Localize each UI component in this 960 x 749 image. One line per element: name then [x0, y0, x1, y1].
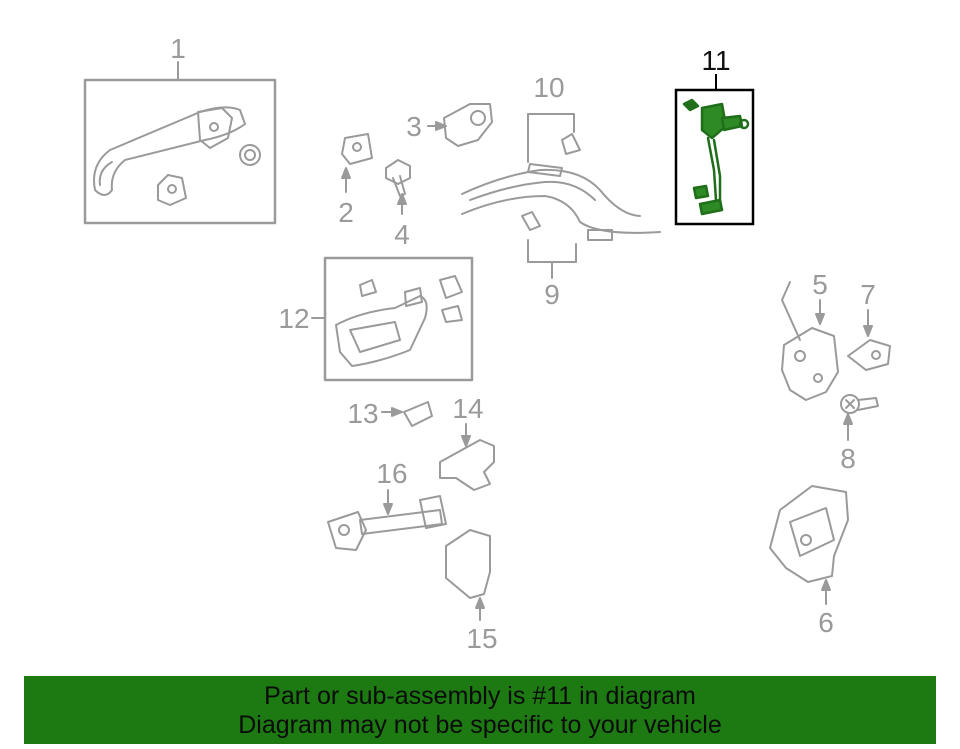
part-3-plate — [427, 103, 493, 147]
callout-8: 8 — [840, 443, 856, 474]
callout-16: 16 — [376, 458, 407, 489]
callout-7: 7 — [860, 279, 876, 310]
part-13-cap — [381, 401, 433, 427]
part-7-striker — [847, 309, 891, 371]
part-4-bolt — [385, 159, 411, 215]
callout-4: 4 — [394, 219, 410, 250]
part-11-lock-rod-assembly[interactable] — [674, 74, 755, 226]
part-15-bracket — [445, 529, 491, 621]
callout-2: 2 — [338, 197, 354, 228]
callout-9: 9 — [544, 279, 560, 310]
banner-line-1: Part or sub-assembly is #11 in diagram — [264, 682, 696, 710]
callout-10: 10 — [533, 72, 564, 103]
part-16-door-check — [327, 489, 447, 551]
callout-12: 12 — [278, 303, 309, 334]
part-6-actuator — [769, 485, 849, 605]
part-14-bracket — [439, 423, 495, 491]
part-9-10-cables — [461, 113, 661, 279]
callout-5: 5 — [812, 269, 828, 300]
part-8-screw — [840, 394, 879, 441]
info-banner: Part or sub-assembly is #11 in diagram D… — [24, 676, 936, 744]
callout-15: 15 — [466, 623, 497, 654]
callout-6: 6 — [818, 607, 834, 638]
callout-3: 3 — [406, 111, 422, 142]
part-1-outside-handle — [83, 61, 277, 225]
part-5-latch — [781, 281, 839, 401]
callout-1: 1 — [170, 33, 186, 64]
callout-13: 13 — [347, 398, 378, 429]
part-12-inside-handle — [311, 256, 474, 382]
callout-14: 14 — [452, 393, 483, 424]
banner-line-2: Diagram may not be specific to your vehi… — [238, 711, 722, 739]
part-2-bracket — [341, 133, 373, 193]
callout-11[interactable]: 11 — [701, 45, 730, 76]
